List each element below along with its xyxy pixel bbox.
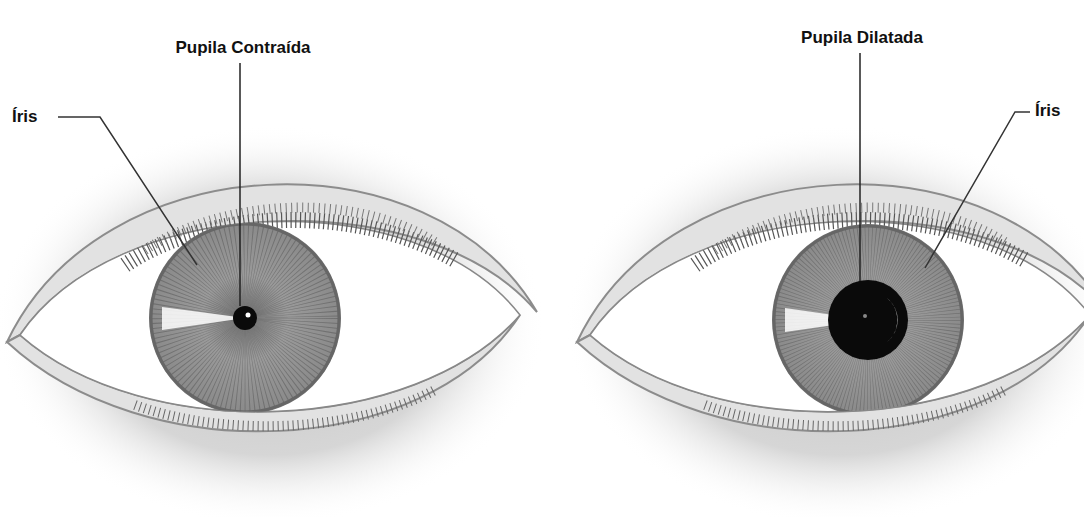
pupil-dilated [828,280,908,360]
part-label: Pupila Dilatada [801,28,923,48]
light-reflection [162,307,245,330]
leader-line [239,63,241,306]
iris [150,223,340,413]
pupil-highlight [246,313,251,318]
eye-shadow [565,125,1084,517]
part-label: Íris [1035,101,1061,121]
pupil-highlight [863,314,867,318]
part-label: Íris [12,107,38,127]
leader-line [58,117,197,265]
eye-contracted [0,125,545,517]
eye-shadow [0,125,545,517]
iris [773,225,963,415]
pupil-contracted [233,306,257,330]
iris-rim [151,224,339,412]
pupil-highlight [887,298,898,342]
eye-dilated [565,125,1084,517]
leader-line [859,53,861,281]
part-label: Pupila Contraída [175,38,310,58]
leader-line [925,112,1030,268]
